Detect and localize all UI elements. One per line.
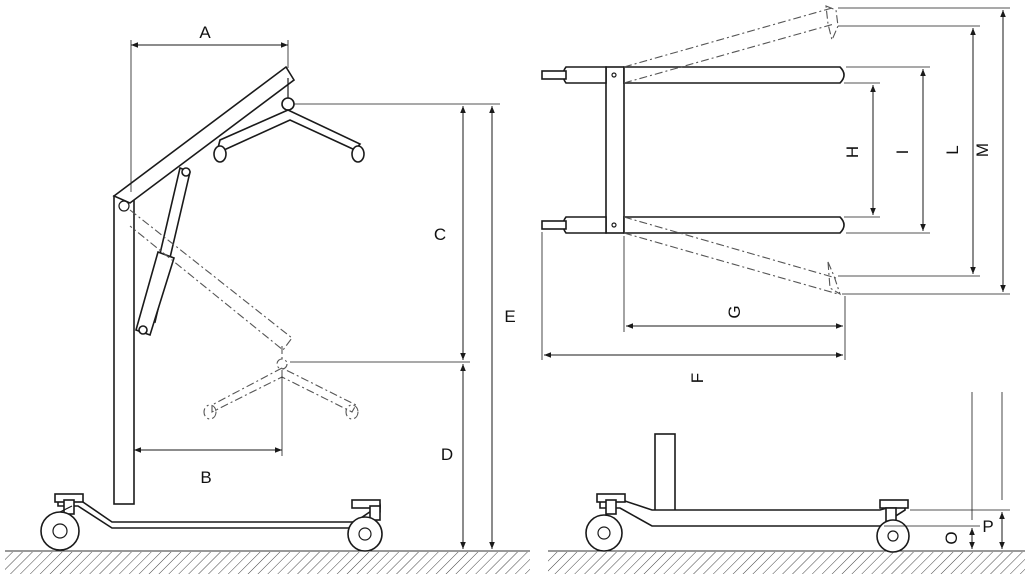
mast-stub [654, 433, 676, 513]
actuator [135, 166, 191, 337]
ground-left [5, 550, 530, 574]
base-chassis [54, 493, 381, 529]
label-A: A [199, 23, 211, 42]
label-P: P [982, 517, 993, 536]
label-O: O [942, 531, 961, 544]
label-C: C [434, 225, 446, 244]
dimension-L-M: L M [838, 7, 1010, 295]
spreader-bar-lowered-dashed [203, 367, 359, 420]
low-rear-wheel [876, 507, 910, 553]
dimension-B: B [134, 370, 283, 487]
low-base [596, 493, 909, 527]
spreader-bar-raised [213, 109, 365, 163]
ground-right [548, 550, 1025, 574]
label-L: L [943, 145, 962, 154]
mast [113, 195, 135, 505]
label-I: I [893, 150, 912, 155]
dimension-O-P: O P [884, 392, 1010, 549]
side-view: A B C D E [5, 23, 530, 574]
label-D: D [441, 445, 453, 464]
top-legs-spread-dashed [623, 5, 841, 296]
rear-wheel [347, 505, 383, 552]
label-H: H [843, 146, 862, 158]
top-frame [541, 66, 845, 234]
boom-raised [112, 65, 296, 204]
label-F: F [688, 373, 707, 383]
boom-lowered-dashed [129, 209, 293, 370]
low-side-view: O P [548, 392, 1025, 574]
label-B: B [200, 468, 211, 487]
dimension-G-F: G F [541, 232, 846, 383]
label-M: M [973, 143, 992, 157]
front-wheel [40, 499, 80, 551]
label-G: G [725, 305, 744, 318]
dimension-A: A [130, 23, 289, 192]
dimension-H-I: H I [843, 66, 930, 234]
dimension-C-D-E: C D E [290, 103, 516, 549]
low-front-wheel [585, 499, 623, 552]
label-E: E [504, 307, 515, 326]
top-view: H I L M G F [541, 5, 1010, 383]
